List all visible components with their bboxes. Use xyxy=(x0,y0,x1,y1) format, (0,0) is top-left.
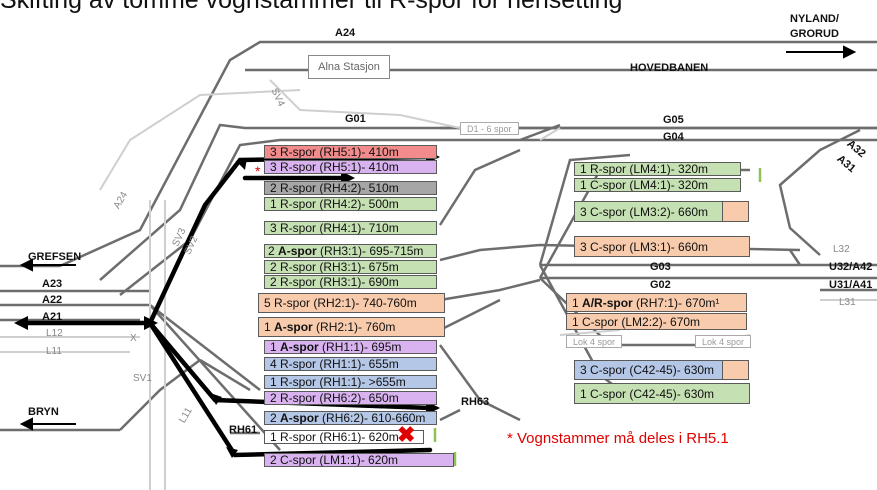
label-nyland-line2: GRORUD xyxy=(790,28,839,40)
track-rh42-a: 2 R-spor (RH4:2)- 510m xyxy=(264,181,437,195)
footnote: * Vognstammer må deles i RH5.1 xyxy=(507,430,729,447)
asterisk-mark: * xyxy=(255,163,261,179)
page-title: Skifting av tomme vognstammer til R-spor… xyxy=(0,0,623,14)
label-g01: G01 xyxy=(345,113,366,125)
track-rh11-a-type: A-spor xyxy=(280,340,319,354)
label-a21: A21 xyxy=(42,311,63,323)
track-c4245-a: 3 C-spor (C42-45)- 630m xyxy=(574,360,724,380)
track-rh42-b: 1 R-spor (RH4:2)- 500m xyxy=(264,197,437,211)
track-rh11-c: 1 R-spor (RH1:1)- >655m xyxy=(264,375,437,389)
label-nyland-line1: NYLAND/ xyxy=(790,13,839,25)
track-c4245-a-ext xyxy=(722,360,749,380)
tag-d1: D1 - 6 spor xyxy=(460,122,519,135)
label-a24-top: A24 xyxy=(335,27,356,39)
tag-lok4-left: Lok 4 spor xyxy=(566,335,623,348)
track-rh31-a-detail: (RH3:1)- 695-715m xyxy=(320,244,424,258)
label-l31: L31 xyxy=(839,297,856,308)
track-rh61: 1 R-spor (RH6:1)- 620m xyxy=(264,430,424,444)
track-rh71: 1 A/R-spor (RH7:1)- 670m¹ xyxy=(566,293,747,312)
track-rh11-a-detail: (RH1:1)- 695m xyxy=(322,340,402,354)
blocked-x-icon: ✖ xyxy=(397,422,416,447)
label-hovedbanen: HOVEDBANEN xyxy=(630,62,709,74)
label-g05: G05 xyxy=(663,114,684,126)
track-lm41-a: 1 R-spor (LM4:1)- 320m xyxy=(574,162,741,176)
track-rh62-b-count: 2 xyxy=(270,411,277,425)
track-rh21-b: 1 A-spor (RH2:1)- 760m xyxy=(258,317,445,337)
track-lm32: 3 C-spor (LM3:2)- 660m xyxy=(574,201,724,222)
label-x: X xyxy=(130,333,137,344)
track-lm32-ext xyxy=(722,201,749,222)
track-lm22: 1 C-spor (LM2:2)- 670m xyxy=(566,313,747,330)
track-rh62-b-type: A-spor xyxy=(280,411,319,425)
label-sv1: SV1 xyxy=(133,373,152,384)
label-g03: G03 xyxy=(650,261,671,273)
track-rh31-a: 2 A-spor (RH3:1)- 695-715m xyxy=(264,244,437,258)
track-rh21-b-detail: (RH2:1)- 760m xyxy=(316,320,396,334)
track-rh21-b-count: 1 xyxy=(264,320,271,334)
station-label: Alna Stasjon xyxy=(308,55,390,79)
track-rh71-type: A/R-spor xyxy=(582,296,633,310)
track-rh62-b: 2 A-spor (RH6:2)- 610-660m xyxy=(264,411,437,425)
track-rh71-detail: (RH7:1)- 670m¹ xyxy=(636,296,720,310)
track-rh62-b-detail: (RH6:2)- 610-660m xyxy=(322,411,426,425)
track-rh51-a: 3 R-spor (RH5:1)- 410m xyxy=(264,145,437,159)
label-bryn: BRYN xyxy=(28,406,59,418)
label-nyland: NYLAND/ GRORUD xyxy=(790,12,839,42)
label-l32: L32 xyxy=(833,244,850,255)
track-rh11-b: 4 R-spor (RH1:1)- 655m xyxy=(264,357,437,371)
track-rh31-a-count: 2 xyxy=(268,244,275,258)
track-rh31-b: 2 R-spor (RH3:1)- 675m xyxy=(264,260,437,274)
label-l12: L12 xyxy=(46,328,63,339)
label-g04: G04 xyxy=(663,131,684,143)
label-grefsen: GREFSEN xyxy=(28,251,82,263)
track-c4245-b: 1 C-spor (C42-45)- 630m xyxy=(574,383,750,404)
track-rh31-c: 2 R-spor (RH3:1)- 690m xyxy=(264,275,437,289)
tag-lok4-right: Lok 4 spor xyxy=(695,335,752,348)
track-lm11: 2 C-spor (LM1:1)- 620m xyxy=(264,453,454,467)
track-rh21-b-type: A-spor xyxy=(274,320,313,334)
label-u31: U31/A41 xyxy=(829,279,873,291)
label-l11-left: L11 xyxy=(46,346,62,357)
track-rh51-b: 3 R-spor (RH5:1)- 410m xyxy=(264,160,437,174)
track-rh62-a: 2 R-spor (RH6:2)- 650m xyxy=(264,391,437,405)
track-lm41-b: 1 C-spor (LM4:1)- 320m xyxy=(574,178,741,192)
track-rh21-a: 5 R-spor (RH2:1)- 740-760m xyxy=(258,293,445,313)
label-rh61: RH61 xyxy=(229,424,258,436)
track-rh11-a: 1 A-spor (RH1:1)- 695m xyxy=(264,340,437,354)
track-rh31-a-type: A-spor xyxy=(278,244,317,258)
label-a22: A22 xyxy=(42,294,63,306)
label-u32: U32/A42 xyxy=(829,261,873,273)
label-a23: A23 xyxy=(42,278,63,290)
label-g02: G02 xyxy=(650,279,671,291)
track-rh71-count: 1 xyxy=(572,296,579,310)
label-rh63: RH63 xyxy=(461,396,490,408)
track-lm31: 3 C-spor (LM3:1)- 660m xyxy=(574,236,750,257)
track-rh41: 3 R-spor (RH4:1)- 710m xyxy=(264,221,437,235)
track-rh11-a-count: 1 xyxy=(270,340,277,354)
